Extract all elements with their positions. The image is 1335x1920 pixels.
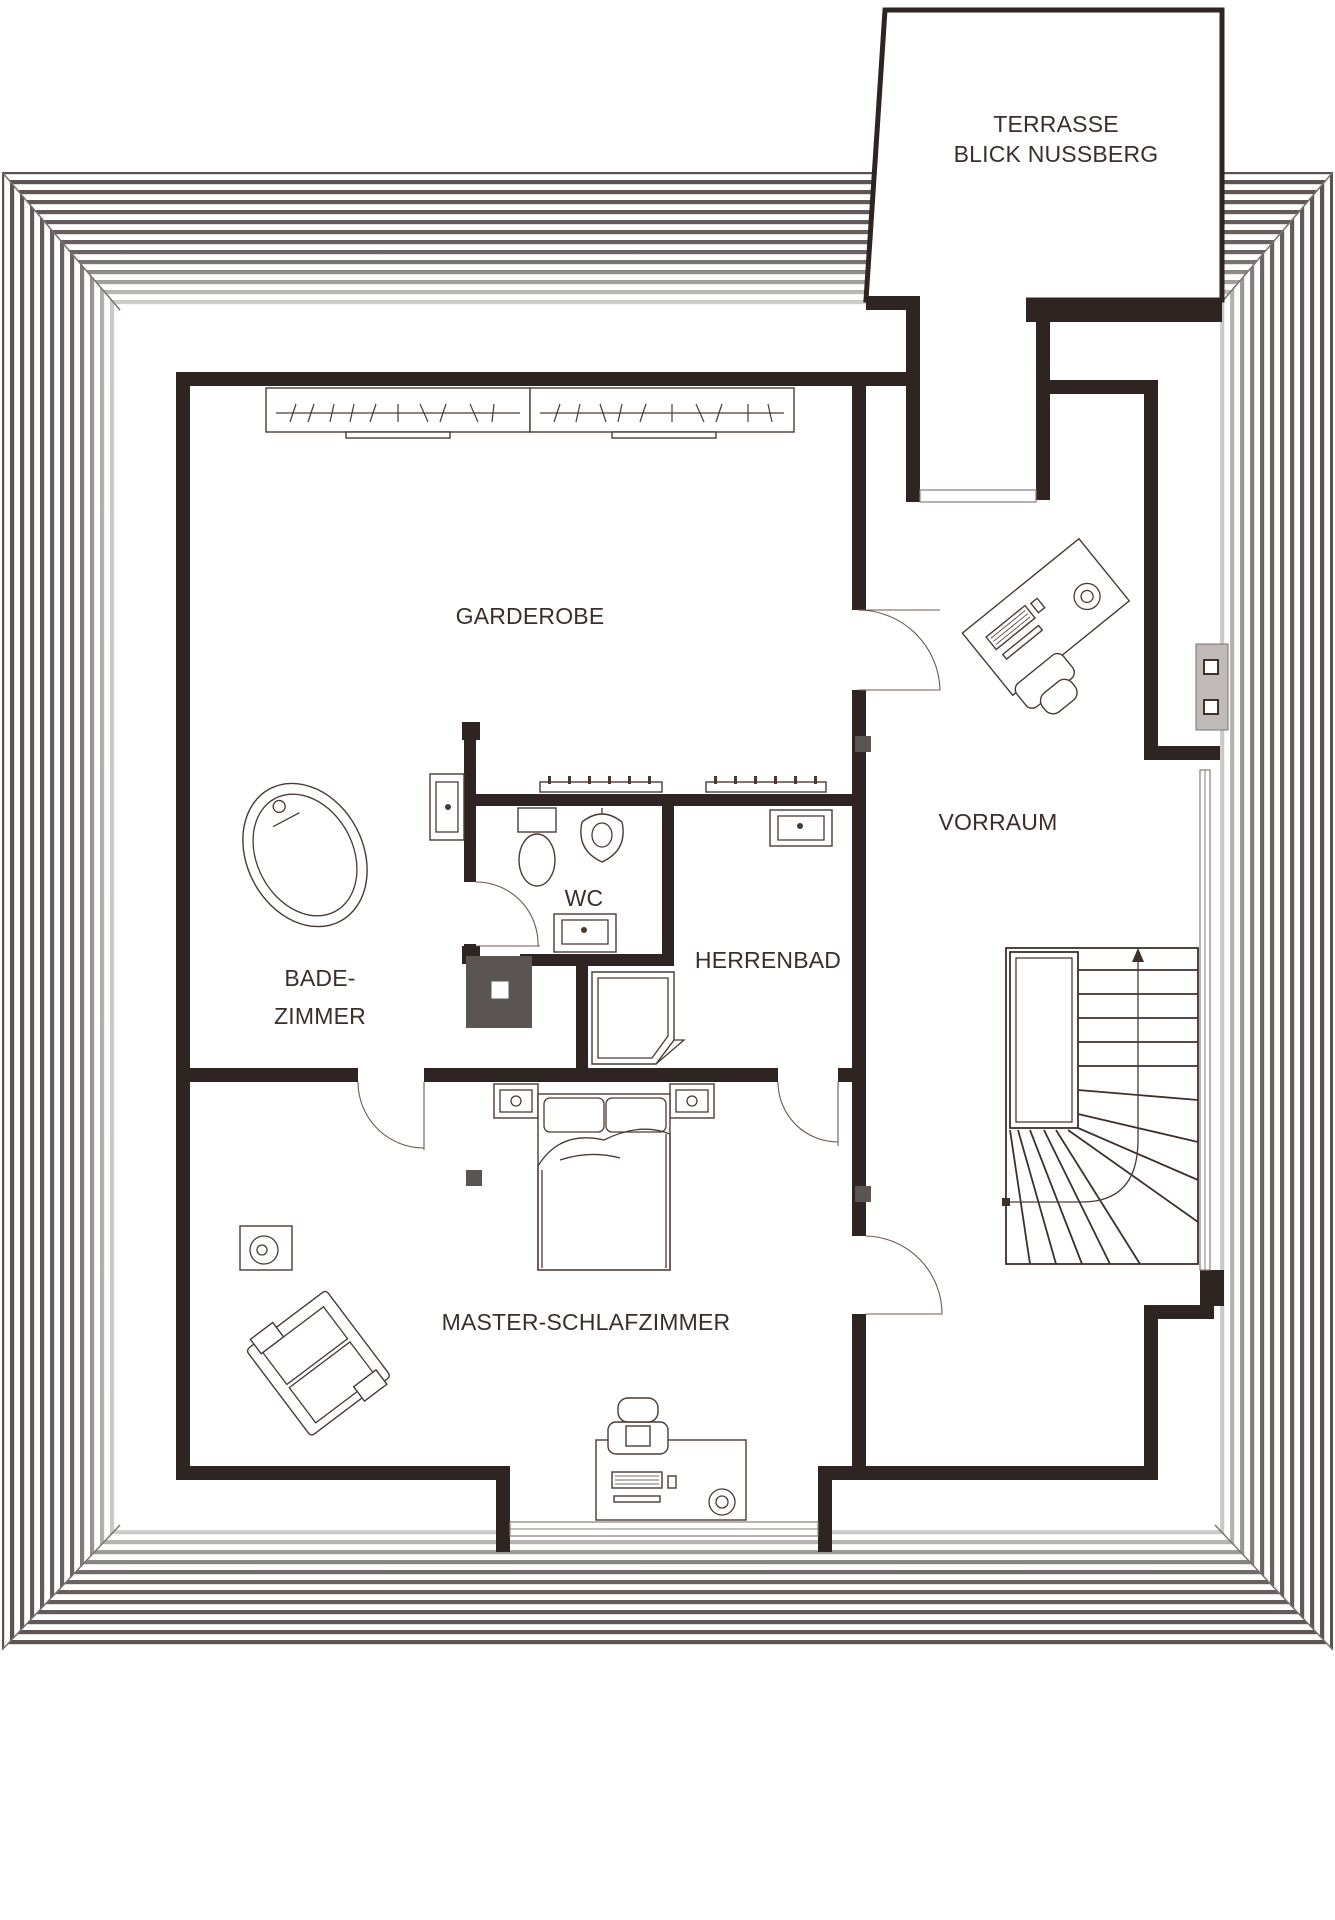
staircase xyxy=(1002,947,1199,1265)
walls xyxy=(176,296,1229,1552)
label-badezimmer-2: ZIMMER xyxy=(274,1003,366,1029)
terrace xyxy=(863,7,1225,416)
interior-walls xyxy=(190,722,856,1082)
plant xyxy=(239,1225,293,1271)
desk-vorraum xyxy=(961,537,1131,715)
bed xyxy=(493,1083,715,1271)
chimney xyxy=(466,956,532,1186)
desk-master xyxy=(595,1397,747,1521)
bathtub xyxy=(242,782,368,928)
label-terrace-1: TERRASSE xyxy=(993,111,1119,137)
label-master: MASTER-SCHLAFZIMMER xyxy=(442,1309,731,1335)
sofa xyxy=(246,1290,390,1436)
room-labels: TERRASSE BLICK NUSSBERG GARDEROBE VORRAU… xyxy=(274,111,1158,1335)
label-wc: WC xyxy=(565,885,604,911)
label-garderobe: GARDEROBE xyxy=(456,603,605,629)
wardrobe xyxy=(265,387,795,439)
bath-sink xyxy=(429,773,465,841)
roof-overhang xyxy=(1,171,1334,1651)
doors xyxy=(357,609,943,1315)
label-herrenbad: HERRENBAD xyxy=(695,947,841,973)
label-terrace-2: BLICK NUSSBERG xyxy=(954,141,1159,167)
label-badezimmer-1: BADE- xyxy=(284,965,355,991)
label-vorraum: VORRAUM xyxy=(939,809,1058,835)
herrenbad-fixtures xyxy=(591,776,833,1065)
wc-fixtures xyxy=(517,776,663,953)
